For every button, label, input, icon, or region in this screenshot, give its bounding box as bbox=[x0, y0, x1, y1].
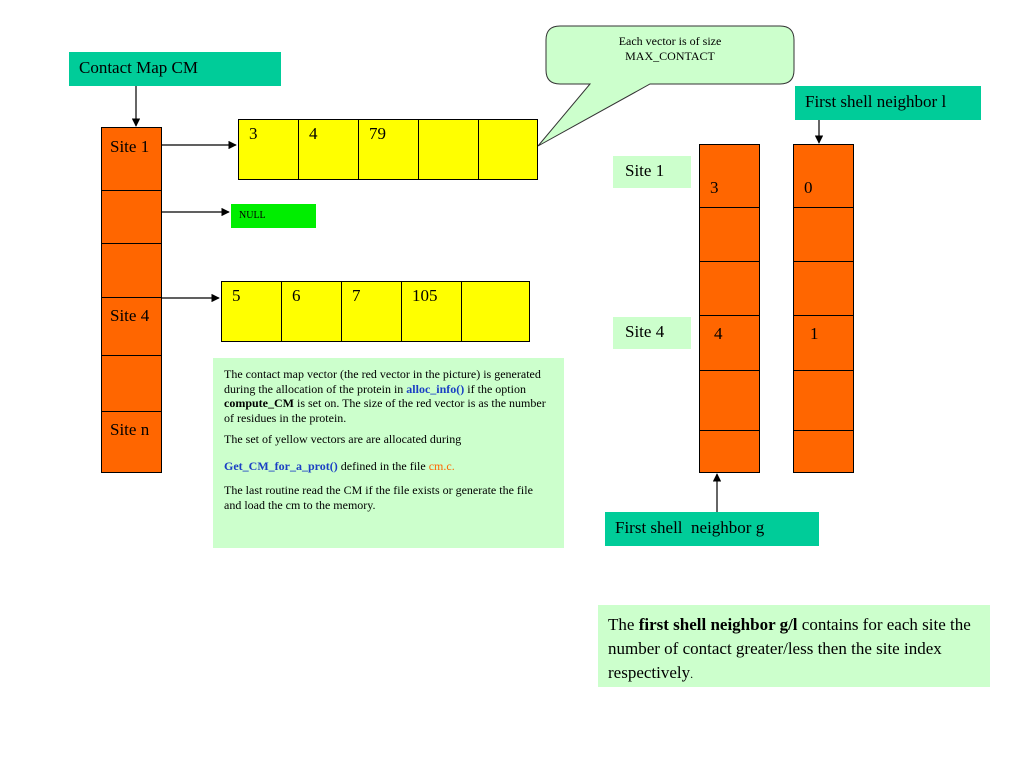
g-cell bbox=[700, 208, 759, 262]
vector-2-cell: 7 bbox=[342, 282, 402, 341]
first-shell-neighbor-g-column: 3 4 bbox=[699, 144, 760, 473]
contact-vector-site-4: 5 6 7 105 bbox=[221, 281, 530, 342]
l-cell: 0 bbox=[794, 145, 853, 208]
l-cell bbox=[794, 208, 853, 262]
description-paragraph-3: Get_CM_for_a_prot() defined in the file … bbox=[224, 458, 455, 473]
l-cell bbox=[794, 262, 853, 316]
bottom-explanation-note: The first shell neighbor g/l contains fo… bbox=[598, 605, 990, 687]
vector-2-cell: 6 bbox=[282, 282, 342, 341]
site-cell-2 bbox=[102, 191, 161, 244]
g-cell bbox=[700, 431, 759, 472]
g-cell bbox=[700, 371, 759, 431]
right-site-4-label: Site 4 bbox=[613, 317, 691, 349]
contact-map-site-column: Site 1 Site 4 Site n bbox=[101, 127, 162, 473]
vector-1-cell: 4 bbox=[299, 120, 359, 179]
contact-vector-site-1: 3 4 79 bbox=[238, 119, 538, 180]
alloc-info-function: alloc_info() bbox=[406, 381, 465, 396]
l-cell: 1 bbox=[794, 316, 853, 371]
cm-file-name: cm.c. bbox=[428, 458, 455, 473]
vector-1-cell bbox=[479, 120, 537, 179]
site-cell-6-label: Site n bbox=[110, 420, 150, 439]
description-paragraph-4: The last routine read the CM if the file… bbox=[224, 483, 533, 512]
site-cell-4-label: Site 4 bbox=[110, 306, 150, 325]
compute-cm-option: compute_CM bbox=[224, 396, 294, 410]
callout-bubble-shape bbox=[537, 25, 795, 147]
l-cell bbox=[794, 371, 853, 431]
get-cm-function: Get_CM_for_a_prot() bbox=[224, 458, 338, 473]
first-shell-neighbor-l-label: First shell neighbor l bbox=[795, 86, 981, 120]
null-pointer-text: NULL bbox=[239, 210, 266, 221]
vector-1-cell bbox=[419, 120, 479, 179]
g-cell bbox=[700, 262, 759, 316]
vector-1-cell: 79 bbox=[359, 120, 419, 179]
site-cell-4: Site 4 bbox=[102, 298, 161, 356]
description-paragraph-2: The set of yellow vectors are are alloca… bbox=[224, 432, 462, 446]
null-pointer-box: NULL bbox=[231, 204, 316, 228]
vector-2-cell: 5 bbox=[222, 282, 282, 341]
description-paragraph-1: The contact map vector (the red vector i… bbox=[224, 367, 546, 425]
vector-1-cell: 3 bbox=[239, 120, 299, 179]
site-cell-1: Site 1 bbox=[102, 128, 161, 191]
site-cell-3 bbox=[102, 244, 161, 298]
description-note: The contact map vector (the red vector i… bbox=[213, 358, 564, 548]
site-cell-1-label: Site 1 bbox=[110, 137, 150, 156]
first-shell-neighbor-term: first shell neighbor g/l bbox=[638, 615, 798, 634]
contact-map-label: Contact Map CM bbox=[69, 52, 281, 86]
g-cell: 4 bbox=[700, 316, 759, 371]
contact-map-label-text: Contact Map CM bbox=[79, 58, 198, 77]
vector-2-cell: 105 bbox=[402, 282, 462, 341]
l-cell bbox=[794, 431, 853, 472]
g-cell: 3 bbox=[700, 145, 759, 208]
site-cell-6: Site n bbox=[102, 412, 161, 472]
callout-line-2: MAX_CONTACT bbox=[625, 49, 715, 63]
site-cell-5 bbox=[102, 356, 161, 412]
first-shell-neighbor-g-label: First shell neighbor g bbox=[605, 512, 819, 546]
right-site-1-label: Site 1 bbox=[613, 156, 691, 188]
vector-2-cell bbox=[462, 282, 529, 341]
callout-line-1: Each vector is of size bbox=[618, 34, 722, 48]
callout-text: Each vector is of size MAX_CONTACT bbox=[560, 34, 780, 64]
first-shell-neighbor-l-column: 0 1 bbox=[793, 144, 854, 473]
